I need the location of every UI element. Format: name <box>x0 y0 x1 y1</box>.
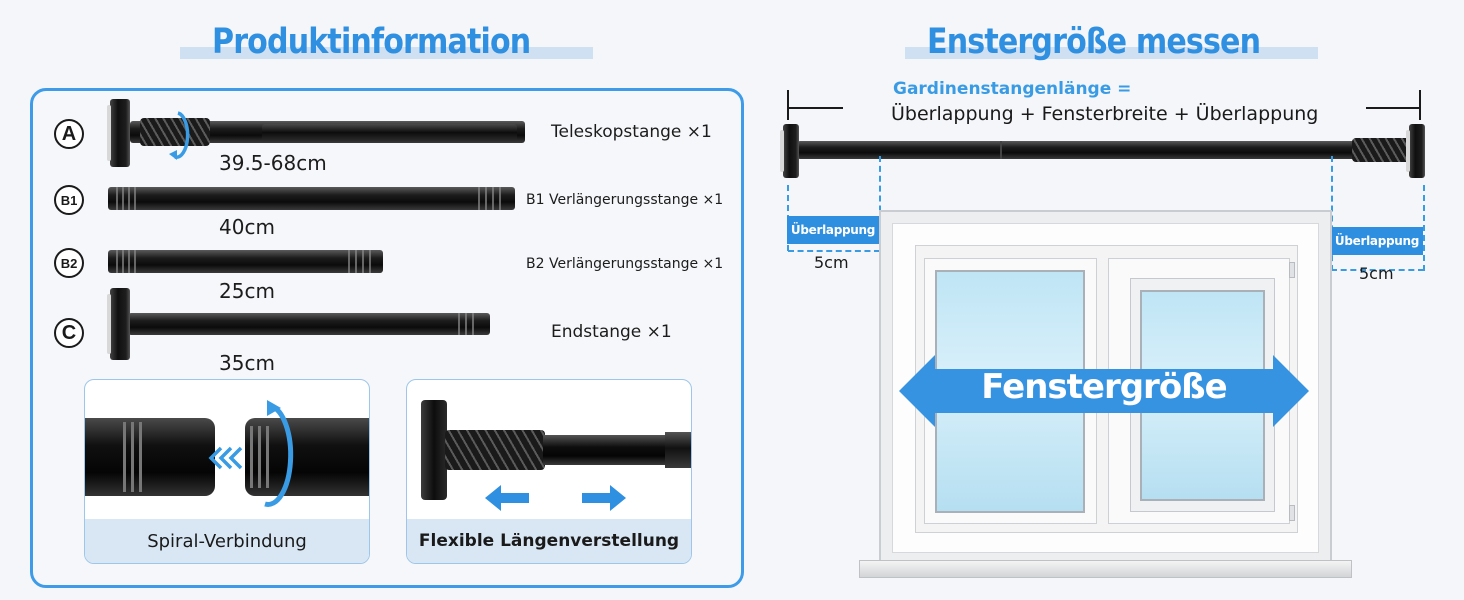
length-adjustment-card: Flexible Längenverstellung <box>406 379 692 564</box>
part-a-length: 39.5-68cm <box>219 151 327 175</box>
part-b2-length: 25cm <box>219 279 275 303</box>
left-guide-inner <box>879 156 881 251</box>
part-b2-label: B2 Verlängerungsstange ×1 <box>526 256 724 272</box>
window-width-arrow <box>899 355 1309 427</box>
product-heading: Produktinformation <box>212 22 531 62</box>
extension-rod-b1-image <box>108 187 515 210</box>
marker-b1: B1 <box>54 185 84 215</box>
right-overlap-size: 5cm <box>1359 264 1394 283</box>
marker-b2: B2 <box>54 248 84 278</box>
right-guide-outer <box>1423 185 1425 271</box>
extension-rod-b2-image <box>108 250 383 273</box>
spiral-connection-caption: Spiral-Verbindung <box>85 519 369 563</box>
part-c-length: 35cm <box>219 351 275 375</box>
part-a-label: Teleskopstange ×1 <box>551 122 712 142</box>
window-size-label: Fenstergröße <box>981 367 1227 407</box>
product-heading-bar <box>180 47 593 59</box>
formula-text: Überlappung + Fensterbreite + Überlappun… <box>891 103 1319 125</box>
part-c-label: Endstange ×1 <box>551 322 672 342</box>
length-adjustment-caption: Flexible Längenverstellung <box>407 519 691 563</box>
measure-heading-bar <box>905 47 1318 59</box>
marker-a: A <box>54 119 84 149</box>
marker-c: C <box>54 318 84 348</box>
measure-heading: Enstergröße messen <box>927 22 1261 62</box>
formula-title: Gardinenstangenlänge = <box>893 79 1132 99</box>
right-overlap-tag: Überlappung <box>1331 227 1423 255</box>
left-guide-bottom <box>788 250 880 252</box>
part-b1-label: B1 Verlängerungsstange ×1 <box>526 192 724 208</box>
right-guide-bottom <box>1331 269 1424 271</box>
right-guide-inner <box>1331 156 1333 271</box>
spiral-connection-card: Spiral-Verbindung <box>84 379 370 564</box>
left-overlap-size: 5cm <box>814 253 849 272</box>
part-b1-length: 40cm <box>219 215 275 239</box>
left-overlap-tag: Überlappung <box>787 216 879 244</box>
